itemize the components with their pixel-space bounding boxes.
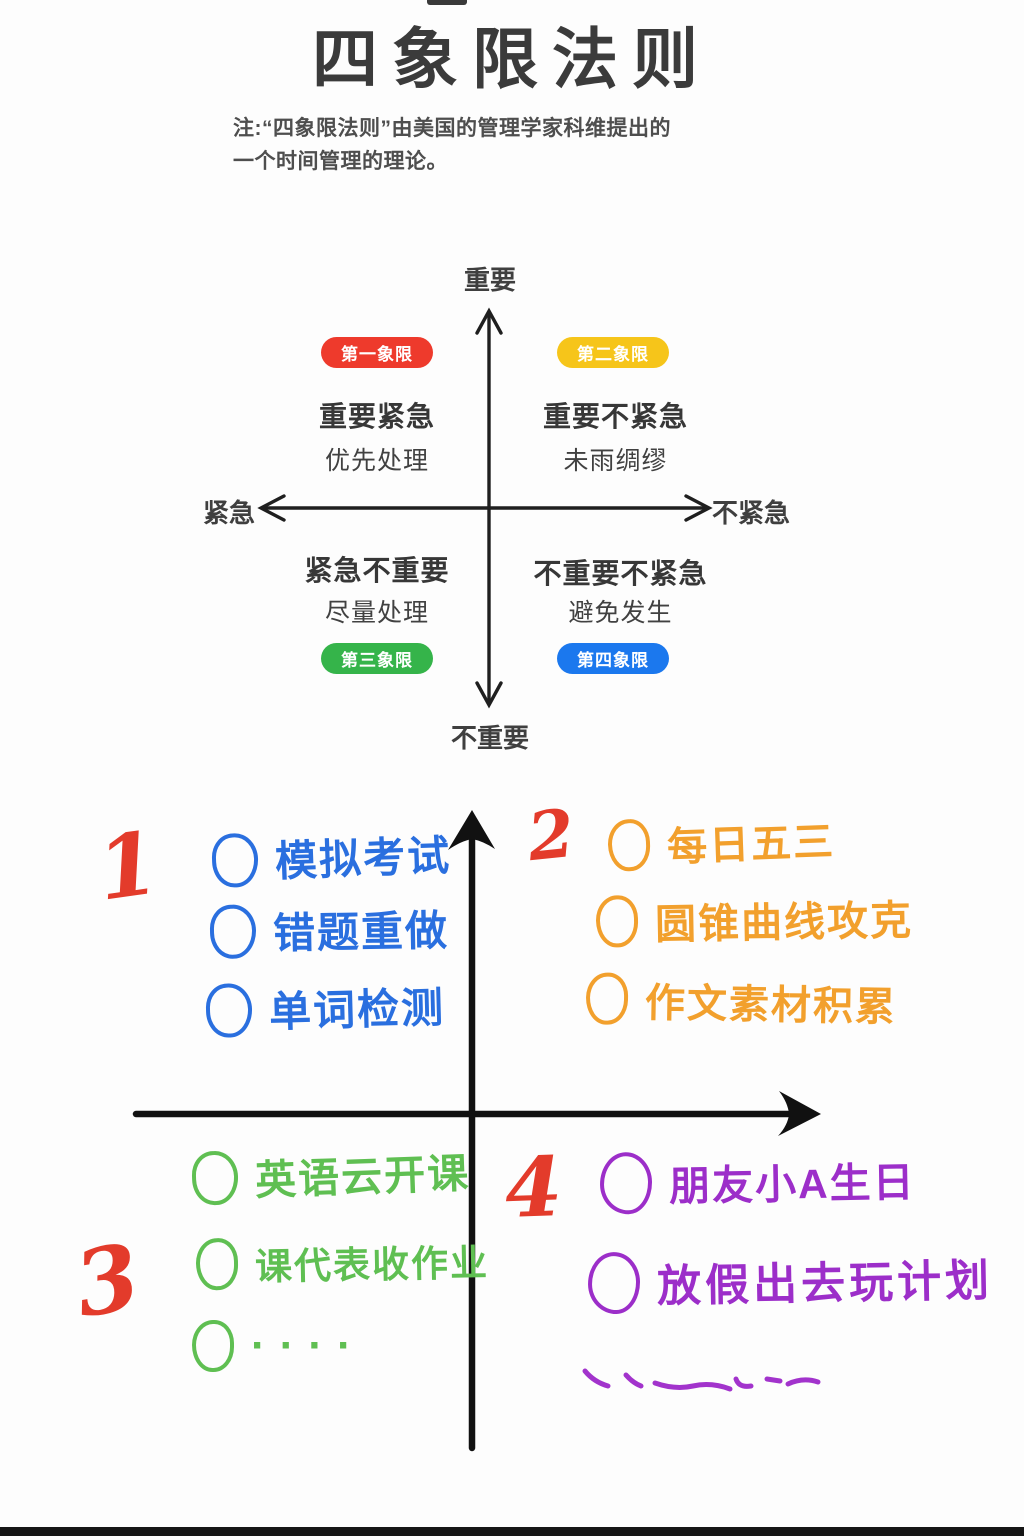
hw-item-q1-3: 单词检测 [205,974,446,1041]
hw-number-4: 4 [503,1139,564,1237]
hw-item-text: 放假出去玩计划 [656,1256,994,1312]
cropped-top-artifact [427,0,467,5]
hw-item-q4-1: 朋友小A生日 [599,1147,917,1215]
axis-label-important: 重要 [463,265,516,295]
circle-bullet-icon [599,1151,653,1215]
hw-item-text: 朋友小A生日 [668,1159,917,1210]
quadrant1-title: 重要紧急 [318,401,435,432]
note-line-2: 一个时间管理的理论。 [233,150,448,173]
arrow-down-icon [475,681,503,709]
arrow-left-icon [257,494,286,522]
hw-item-q3-1: 英语云开课 [191,1139,471,1209]
circle-bullet-icon [607,818,651,872]
circle-bullet-icon [192,1320,234,1372]
quadrant1-badge: 第一象限 [321,337,433,368]
quadrant3-title: 紧急不重要 [304,555,450,586]
circle-bullet-icon [595,895,639,948]
hw-number-2: 2 [524,793,578,877]
purple-squiggle [582,1368,821,1392]
hw-item-q3-2: 课代表收作业 [195,1232,490,1291]
hw-arrow-up-icon [448,810,495,850]
quadrant2-title: 重要不紧急 [542,401,688,432]
circle-bullet-icon [205,982,253,1038]
quadrant2-subtitle: 未雨绸缪 [563,447,668,475]
circle-bullet-icon [587,1251,641,1315]
arrow-right-icon [684,494,713,522]
hw-item-q1-1: 模拟考试 [211,822,452,891]
hw-item-q4-2: 放假出去玩计划 [587,1244,993,1315]
arrow-up-icon [475,307,503,335]
hw-item-q2-1: 每日五三 [607,809,836,875]
hw-item-text: 英语云开课 [254,1150,471,1204]
hw-item-text: 错题重做 [272,906,450,957]
quadrant3-badge: 第三象限 [321,643,433,674]
quadrant2-badge: 第二象限 [557,337,669,368]
axis-label-not-urgent: 不紧急 [712,498,791,528]
circle-bullet-icon [191,1150,239,1206]
hw-item-text: ···· [251,1321,366,1370]
hw-item-q1-2: 错题重做 [209,897,449,962]
hw-item-text: 作文素材积累 [644,981,898,1030]
quadrant4-badge: 第四象限 [557,643,669,674]
hw-item-q2-2: 圆锥曲线攻克 [595,886,914,952]
hw-item-q2-3: 作文素材积累 [585,969,898,1032]
quadrant3-subtitle: 尽量处理 [324,599,429,627]
hw-item-text: 圆锥曲线攻克 [654,897,914,948]
hw-item-text: 单词检测 [268,983,446,1036]
note-line-1: 注:“四象限法则”由美国的管理学家科维提出的 [233,117,671,140]
circle-bullet-icon [211,832,259,888]
hw-arrow-right-icon [778,1091,821,1136]
hw-item-q3-3: ···· [192,1320,366,1372]
hw-number-1: 1 [91,812,165,921]
axis-label-urgent: 紧急 [202,498,255,528]
circle-bullet-icon [195,1237,239,1291]
note-text: 注:“四象限法则”由美国的管理学家科维提出的 一个时间管理的理论。 [233,112,793,178]
quadrant4-title: 不重要不紧急 [533,558,708,589]
hw-item-text: 每日五三 [666,820,836,870]
hw-number-3: 3 [67,1223,148,1339]
screen-bottom-bar [0,1527,1024,1536]
circle-bullet-icon [585,972,629,1026]
quadrant1-subtitle: 优先处理 [324,447,429,475]
hw-item-text: 课代表收作业 [254,1242,490,1288]
page-title: 四象限法则 [312,22,712,96]
axis-label-not-important: 不重要 [450,723,529,753]
circle-bullet-icon [209,903,257,959]
quadrant4-subtitle: 避免发生 [568,599,673,627]
hw-item-text: 模拟考试 [274,831,452,885]
